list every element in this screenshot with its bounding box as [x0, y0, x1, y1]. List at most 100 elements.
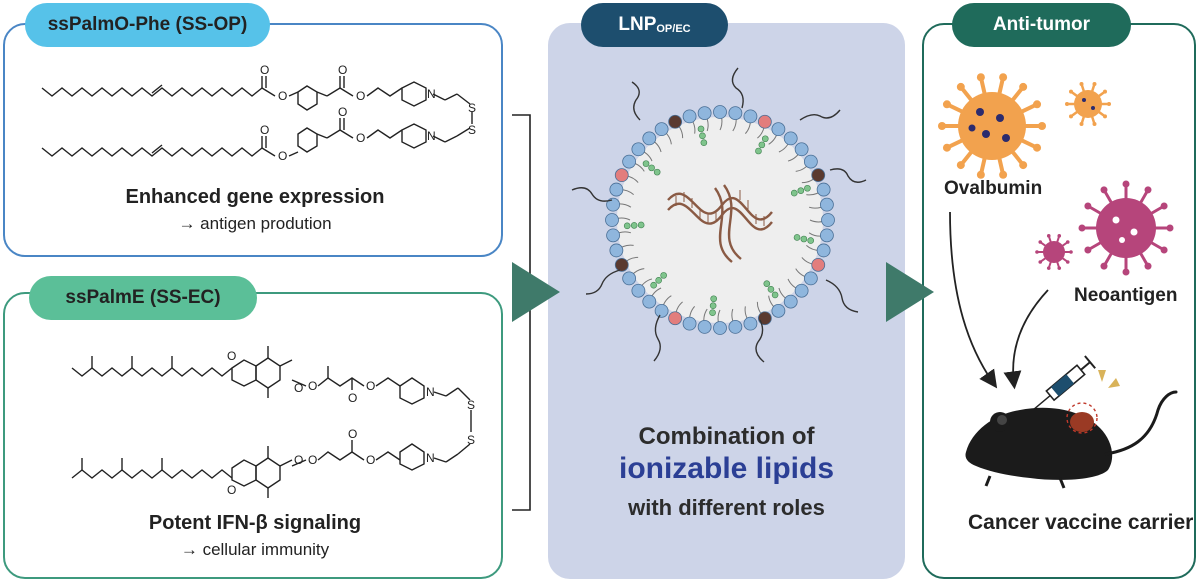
ovalbumin-label: Ovalbumin	[944, 178, 1043, 199]
ss-ec-atom-labels: O O O O O N S S O O O O O N	[227, 349, 475, 497]
injection-spark-icon	[1098, 370, 1120, 388]
syringe-icon	[1032, 355, 1096, 411]
mrna-rungs	[675, 190, 765, 226]
lipid-head	[606, 197, 620, 212]
atom-o: O	[308, 453, 317, 467]
spike-tip	[1100, 262, 1108, 270]
atom-s: S	[468, 123, 476, 137]
panel-ss-ec	[3, 292, 503, 579]
atom-o: O	[308, 379, 317, 393]
spike-tip	[1069, 114, 1074, 119]
spike-tip	[1144, 262, 1152, 270]
cholesterol-bead	[758, 141, 766, 149]
cholesterol-bead	[655, 276, 662, 284]
cholesterol-bead	[700, 139, 708, 146]
spike-tip	[1092, 82, 1097, 87]
atom-n: N	[426, 451, 435, 465]
lipid-head	[654, 122, 669, 137]
spike-tip	[1019, 161, 1028, 170]
ss-op-caption: Enhanced gene expression → antigen produ…	[60, 186, 450, 234]
lipid-head	[668, 311, 683, 326]
atom-o: O	[278, 149, 287, 163]
cholesterol-bead	[710, 295, 717, 303]
lipid-head	[728, 320, 743, 334]
lipid-head	[757, 311, 772, 326]
lipid-head	[609, 243, 624, 258]
atom-o: O	[338, 63, 347, 77]
peg-tails	[571, 67, 867, 363]
neoantigen-small-icon	[1035, 234, 1073, 270]
atom-o: O	[356, 131, 365, 145]
atom-n: N	[426, 385, 435, 399]
atom-o: O	[348, 391, 357, 405]
atom-o: O	[227, 483, 236, 497]
cholesterol-bead	[771, 291, 779, 299]
cholesterol-bead	[800, 235, 808, 243]
spike-tip	[1084, 246, 1092, 254]
cholesterol-bead	[709, 309, 716, 317]
lnp-text-line-3: with different roles	[628, 495, 825, 520]
lipid-head	[821, 213, 835, 227]
ss-ec-caption: Potent IFN-β signaling → cellular immuni…	[60, 512, 450, 560]
spike-tip	[999, 170, 1008, 179]
cholesterol-bead	[793, 234, 801, 241]
spike-tip	[976, 73, 985, 82]
spike-tip	[1166, 224, 1174, 232]
lnp-text-line-1: Combination of	[638, 423, 815, 450]
flow-arrow-to-lnp	[512, 262, 560, 322]
lipid-head	[642, 131, 657, 146]
lipid-head	[820, 197, 834, 212]
spike-tip	[999, 73, 1008, 82]
spike-tip	[1102, 89, 1107, 94]
spike-tip	[1078, 224, 1086, 232]
atom-o: O	[356, 89, 365, 103]
ovalbumin-small-icon	[1065, 82, 1111, 126]
lipid-head	[605, 213, 619, 227]
lipid-head	[743, 109, 758, 124]
lipid-head	[820, 228, 834, 243]
ss-op-title: ssPalmO-Phe (SS-OP)	[25, 3, 270, 47]
spike-tip	[1065, 260, 1070, 264]
atom-o: O	[227, 349, 236, 363]
atom-o: O	[366, 379, 375, 393]
lipid-head	[771, 303, 786, 318]
spike-tip	[1019, 82, 1028, 91]
lipid-head	[682, 316, 697, 331]
lipid-head	[771, 122, 786, 137]
atom-o: O	[294, 381, 303, 395]
spike-tip	[1038, 240, 1043, 244]
ss-op-caption-main: Enhanced gene expression	[125, 186, 385, 208]
spike-tip	[938, 122, 946, 130]
lipid-head	[697, 106, 712, 120]
cholesterol-bead	[763, 280, 771, 287]
lipid-head	[816, 182, 831, 197]
lipid-head	[622, 154, 637, 169]
lipid-head	[811, 168, 826, 183]
cholesterol-bead	[761, 135, 769, 143]
lipid-head	[794, 283, 809, 298]
ss-ec-caption-sub: → cellular immunity	[180, 540, 330, 559]
lipid-head	[614, 168, 629, 183]
arrow-neoantigen-to-mouse	[1003, 289, 1049, 390]
cholesterol-bead	[797, 187, 805, 194]
flow-arrow-to-anti-tumor	[886, 262, 934, 322]
spike-tip	[1122, 180, 1130, 188]
ss-op-caption-sub: → antigen prodution	[178, 214, 332, 233]
cholesterol-bead	[623, 222, 631, 230]
lipid-head	[622, 271, 637, 286]
atom-o: O	[260, 63, 269, 77]
spike-tip	[1069, 250, 1073, 254]
lnp-title-subscript: OP/EC	[656, 23, 691, 35]
atom-o: O	[278, 89, 287, 103]
spike-tip	[1092, 121, 1097, 126]
cholesterol-bead	[697, 125, 705, 133]
ss-ec-title: ssPalmE (SS-EC)	[29, 276, 257, 320]
lipid-head	[794, 142, 809, 157]
spike-tip	[1100, 186, 1108, 194]
spike-tip	[1046, 266, 1051, 270]
cholesterol-bead	[807, 237, 815, 244]
cholesterol-bead	[642, 160, 650, 167]
spike-tip	[1079, 82, 1084, 87]
